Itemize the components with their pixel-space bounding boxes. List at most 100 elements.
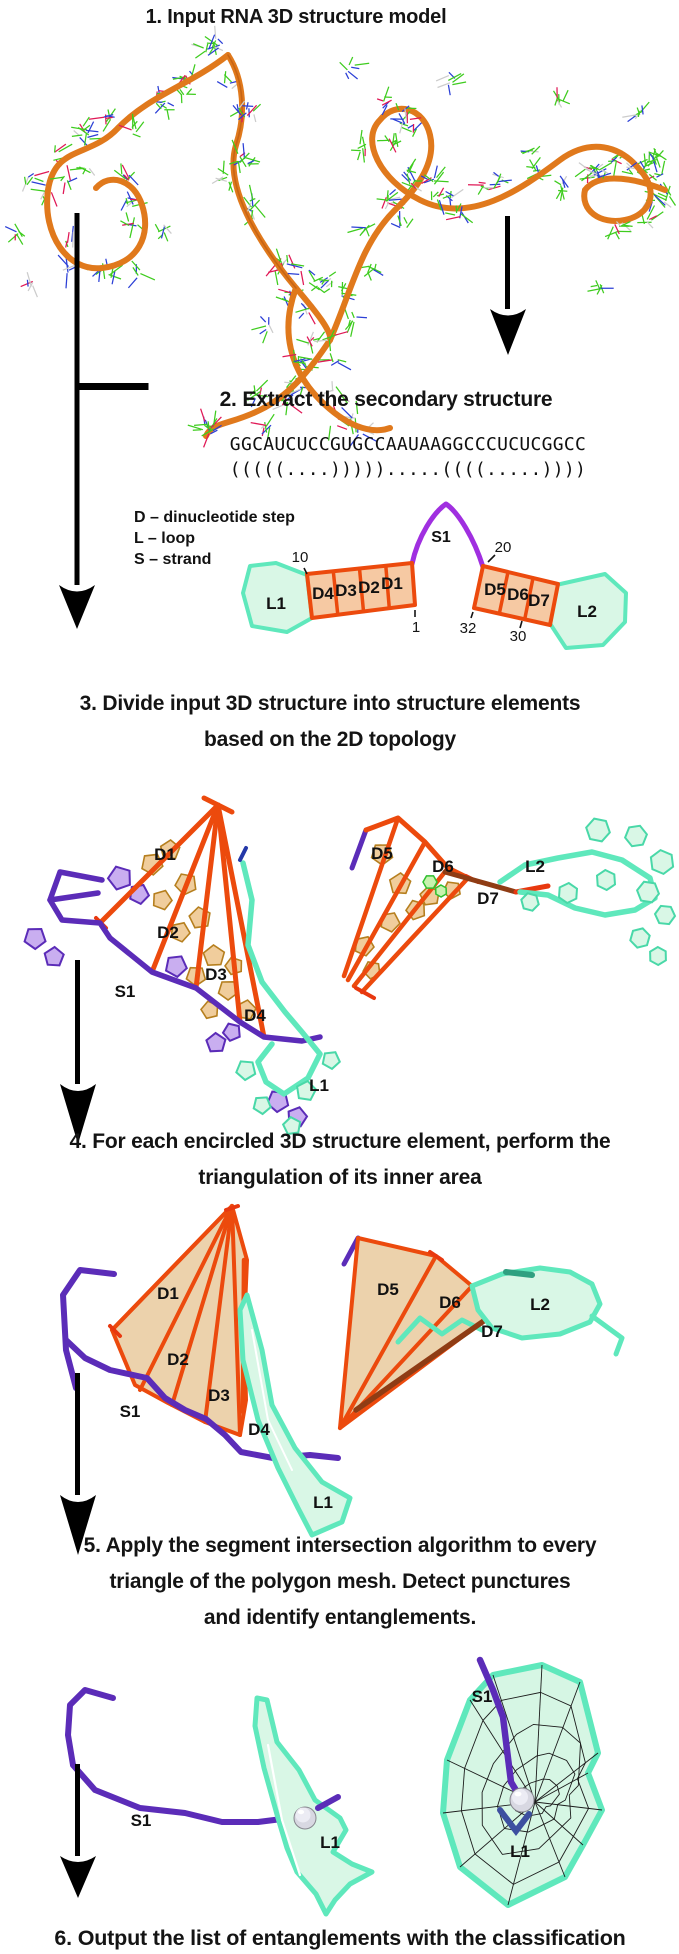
step5-title-line2: triangle of the polygon mesh. Detect pun… bbox=[109, 1570, 571, 1593]
residue-1-label: 1 bbox=[412, 619, 420, 636]
loop-bases-layer bbox=[235, 1051, 342, 1136]
d1-label: D1 bbox=[157, 1284, 179, 1303]
green-bases-layer bbox=[422, 875, 448, 898]
arrowhead-down bbox=[60, 1856, 96, 1898]
strand-s1-arc bbox=[409, 501, 486, 570]
d4-label: D4 bbox=[244, 1006, 266, 1025]
strand-bases-layer bbox=[23, 865, 309, 1128]
residue-32-label: 32 bbox=[460, 620, 477, 637]
d7-label: D7 bbox=[477, 889, 499, 908]
s1-label: S1 bbox=[472, 1687, 493, 1706]
helix1-triangulation-rays bbox=[110, 1204, 247, 1437]
cell-d1-label: D1 bbox=[381, 574, 403, 593]
arrowhead-down bbox=[490, 309, 526, 355]
strand-s1-below-mesh bbox=[497, 1807, 532, 1836]
rna-sequence: GGCAUCUCCGUGCCAAUAAGGCCCUCUCGGCC bbox=[229, 434, 587, 455]
loop-l1-top-view bbox=[440, 1662, 605, 1908]
legend-strand: S – strand bbox=[134, 551, 212, 568]
loop-l2-label: L2 bbox=[577, 602, 597, 621]
d5-label: D5 bbox=[371, 844, 393, 863]
d1-label: D1 bbox=[154, 845, 176, 864]
loop-l2-bases-layer bbox=[520, 817, 677, 967]
step3-title-line2: based on the 2D topology bbox=[204, 728, 456, 751]
helix1-sticks bbox=[97, 795, 267, 1040]
loop-l1-side-view bbox=[252, 1695, 375, 1917]
step6-title: 6. Output the list of entanglements with… bbox=[54, 1926, 626, 1950]
flow-arrow-step1-step2 bbox=[490, 216, 526, 355]
arrowhead-down bbox=[60, 1084, 96, 1144]
d3-label: D3 bbox=[208, 1386, 230, 1405]
triangulated-elements-figure: D1 D2 D3 D4 S1 L1 D5 D6 D7 L2 bbox=[60, 1204, 625, 1538]
s1-label: S1 bbox=[131, 1811, 152, 1830]
dot-bracket-notation: (((((....))))).....((((.....)))) bbox=[229, 459, 587, 480]
residue-30-label: 30 bbox=[510, 628, 527, 645]
triangulation-mesh bbox=[442, 1664, 603, 1906]
d7-step-stick bbox=[442, 869, 519, 895]
cell-d2-label: D2 bbox=[358, 578, 380, 597]
cell-d6-label: D6 bbox=[507, 585, 529, 604]
cell-d7-label: D7 bbox=[528, 591, 550, 610]
flow-connector-left bbox=[59, 213, 149, 629]
loop-l2-backbone-behind bbox=[395, 1315, 485, 1345]
puncture-sphere bbox=[509, 1787, 535, 1813]
step5-title-line1: 5. Apply the segment intersection algori… bbox=[83, 1534, 597, 1557]
loop-l2-heptagon bbox=[547, 572, 628, 650]
l2-label: L2 bbox=[525, 857, 545, 876]
helix2-sticks bbox=[341, 815, 471, 995]
strand-s1-behind-loop bbox=[315, 1794, 341, 1811]
flow-arrow-step4-step5 bbox=[60, 1373, 96, 1555]
rna-3d-model-figure bbox=[4, 25, 677, 448]
rna-backbone-ribbon bbox=[44, 52, 668, 439]
cell-d3-label: D3 bbox=[335, 581, 357, 600]
cell-d4-label: D4 bbox=[312, 584, 334, 603]
arrowhead-down bbox=[60, 1495, 96, 1555]
s1-label: S1 bbox=[120, 1402, 141, 1421]
d3-label: D3 bbox=[205, 965, 227, 984]
secondary-structure-topology-diagram: D4 D3 D2 D1 D5 D6 D7 L1 L2 S1 10 1 20 32… bbox=[241, 501, 628, 650]
arrowhead-down bbox=[59, 585, 95, 629]
step1-title: 1. Input RNA 3D structure model bbox=[145, 6, 447, 28]
step4-title-line2: triangulation of its inner area bbox=[198, 1166, 482, 1189]
l1-label: L1 bbox=[320, 1833, 340, 1852]
l1-label: L1 bbox=[510, 1842, 530, 1861]
atom-sticks-front-layer bbox=[49, 34, 638, 448]
strand-s1-entering bbox=[476, 1656, 521, 1796]
residue-10-label: 10 bbox=[292, 549, 309, 566]
strand-s1-hook bbox=[60, 1267, 117, 1391]
structure-elements-figure: D1 D2 D3 D4 S1 L1 D5 D6 D7 L2 bbox=[23, 795, 677, 1136]
l1-label: L1 bbox=[309, 1076, 329, 1095]
loop-l1-label: L1 bbox=[266, 594, 286, 613]
loop-l2-triangulated-area bbox=[469, 1265, 603, 1341]
strand-s1-end bbox=[349, 827, 369, 871]
d5-label: D5 bbox=[377, 1280, 399, 1299]
l1-label: L1 bbox=[313, 1493, 333, 1512]
residue-20-label: 20 bbox=[495, 539, 512, 556]
l2-label: L2 bbox=[530, 1295, 550, 1314]
loop-l1-backbone bbox=[240, 860, 323, 1097]
legend-dinucleotide: D – dinucleotide step bbox=[134, 509, 295, 526]
strand-s1-hook bbox=[47, 869, 105, 903]
d2-label: D2 bbox=[167, 1350, 189, 1369]
legend-loop: L – loop bbox=[134, 530, 196, 547]
cell-d5-label: D5 bbox=[484, 580, 506, 599]
entanglement-detection-figure: S1 L1 S1 L1 bbox=[65, 1656, 605, 1917]
d6-label: D6 bbox=[439, 1293, 461, 1312]
element-legend: D – dinucleotide step L – loop S – stran… bbox=[134, 507, 295, 570]
d4-label: D4 bbox=[248, 1420, 270, 1439]
s1-label: S1 bbox=[115, 982, 136, 1001]
step4-title-line1: 4. For each encircled 3D structure eleme… bbox=[69, 1130, 611, 1153]
strand-s1-backbone bbox=[47, 897, 323, 1044]
flow-arrow-step3-step4 bbox=[60, 960, 96, 1144]
strand-s1-hook bbox=[65, 1687, 116, 1768]
loop-l2-tail bbox=[589, 1313, 625, 1357]
d6-label: D6 bbox=[432, 857, 454, 876]
loop-l1-hexagon bbox=[241, 561, 314, 634]
step5-title-line3: and identify entanglements. bbox=[203, 1606, 477, 1629]
loop-l1-triangulated-area bbox=[237, 1292, 353, 1538]
strand-s1-label: S1 bbox=[431, 529, 451, 546]
flow-arrow-step5-step6 bbox=[60, 1764, 96, 1898]
d2-label: D2 bbox=[157, 923, 179, 942]
step3-title-line1: 3. Divide input 3D structure into struct… bbox=[79, 692, 581, 715]
d7-label: D7 bbox=[481, 1322, 503, 1341]
